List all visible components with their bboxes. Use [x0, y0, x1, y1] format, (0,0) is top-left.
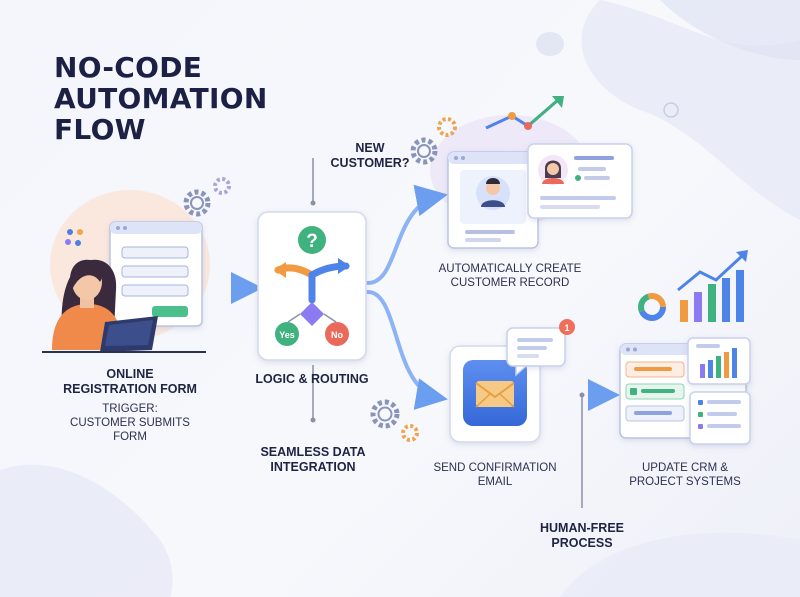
logic-routing-card — [257, 211, 367, 361]
decision-yes-label: Yes — [279, 330, 295, 340]
label-logic-routing: LOGIC & ROUTING — [255, 372, 369, 386]
gear-icons-lower — [370, 399, 419, 442]
label-trigger: TRIGGER: CUSTOMER SUBMITS FORM — [70, 403, 190, 443]
title-line-2: AUTOMATION — [54, 82, 268, 115]
gear-icons-upper — [410, 117, 457, 165]
title-line-3: FLOW — [54, 113, 146, 146]
label-seamless-data-integration: SEAMLESS DATA INTEGRATION — [260, 445, 366, 474]
label-new-customer: NEW CUSTOMER? — [330, 141, 410, 170]
registration-form-illustration — [42, 221, 206, 353]
title-line-1: NO-CODE — [54, 51, 203, 84]
trend-line-icon — [485, 96, 564, 130]
notification-badge-count: 1 — [564, 323, 569, 333]
email-icon — [449, 319, 575, 443]
crm-dashboard-illustration — [619, 337, 751, 445]
label-update-crm: UPDATE CRM & PROJECT SYSTEMS — [629, 462, 741, 488]
customer-record-illustration — [447, 143, 633, 249]
label-online-registration-form: ONLINE REGISTRATION FORM — [63, 367, 197, 396]
label-create-customer-record: AUTOMATICALLY CREATE CUSTOMER RECORD — [438, 263, 582, 289]
decision-no-label: No — [331, 330, 343, 340]
label-human-free-process: HUMAN-FREE PROCESS — [539, 521, 625, 550]
arrow-logic-to-email — [366, 290, 448, 410]
label-send-confirmation-email: SEND CONFIRMATION EMAIL — [433, 462, 557, 488]
connector-arrows — [200, 158, 620, 508]
page-title: NO-CODE AUTOMATION FLOW — [54, 52, 268, 145]
gear-icons-left — [183, 177, 231, 217]
arrow-logic-to-record — [366, 184, 448, 285]
analytics-icons — [638, 250, 748, 322]
decision-question-mark: ? — [306, 231, 318, 252]
